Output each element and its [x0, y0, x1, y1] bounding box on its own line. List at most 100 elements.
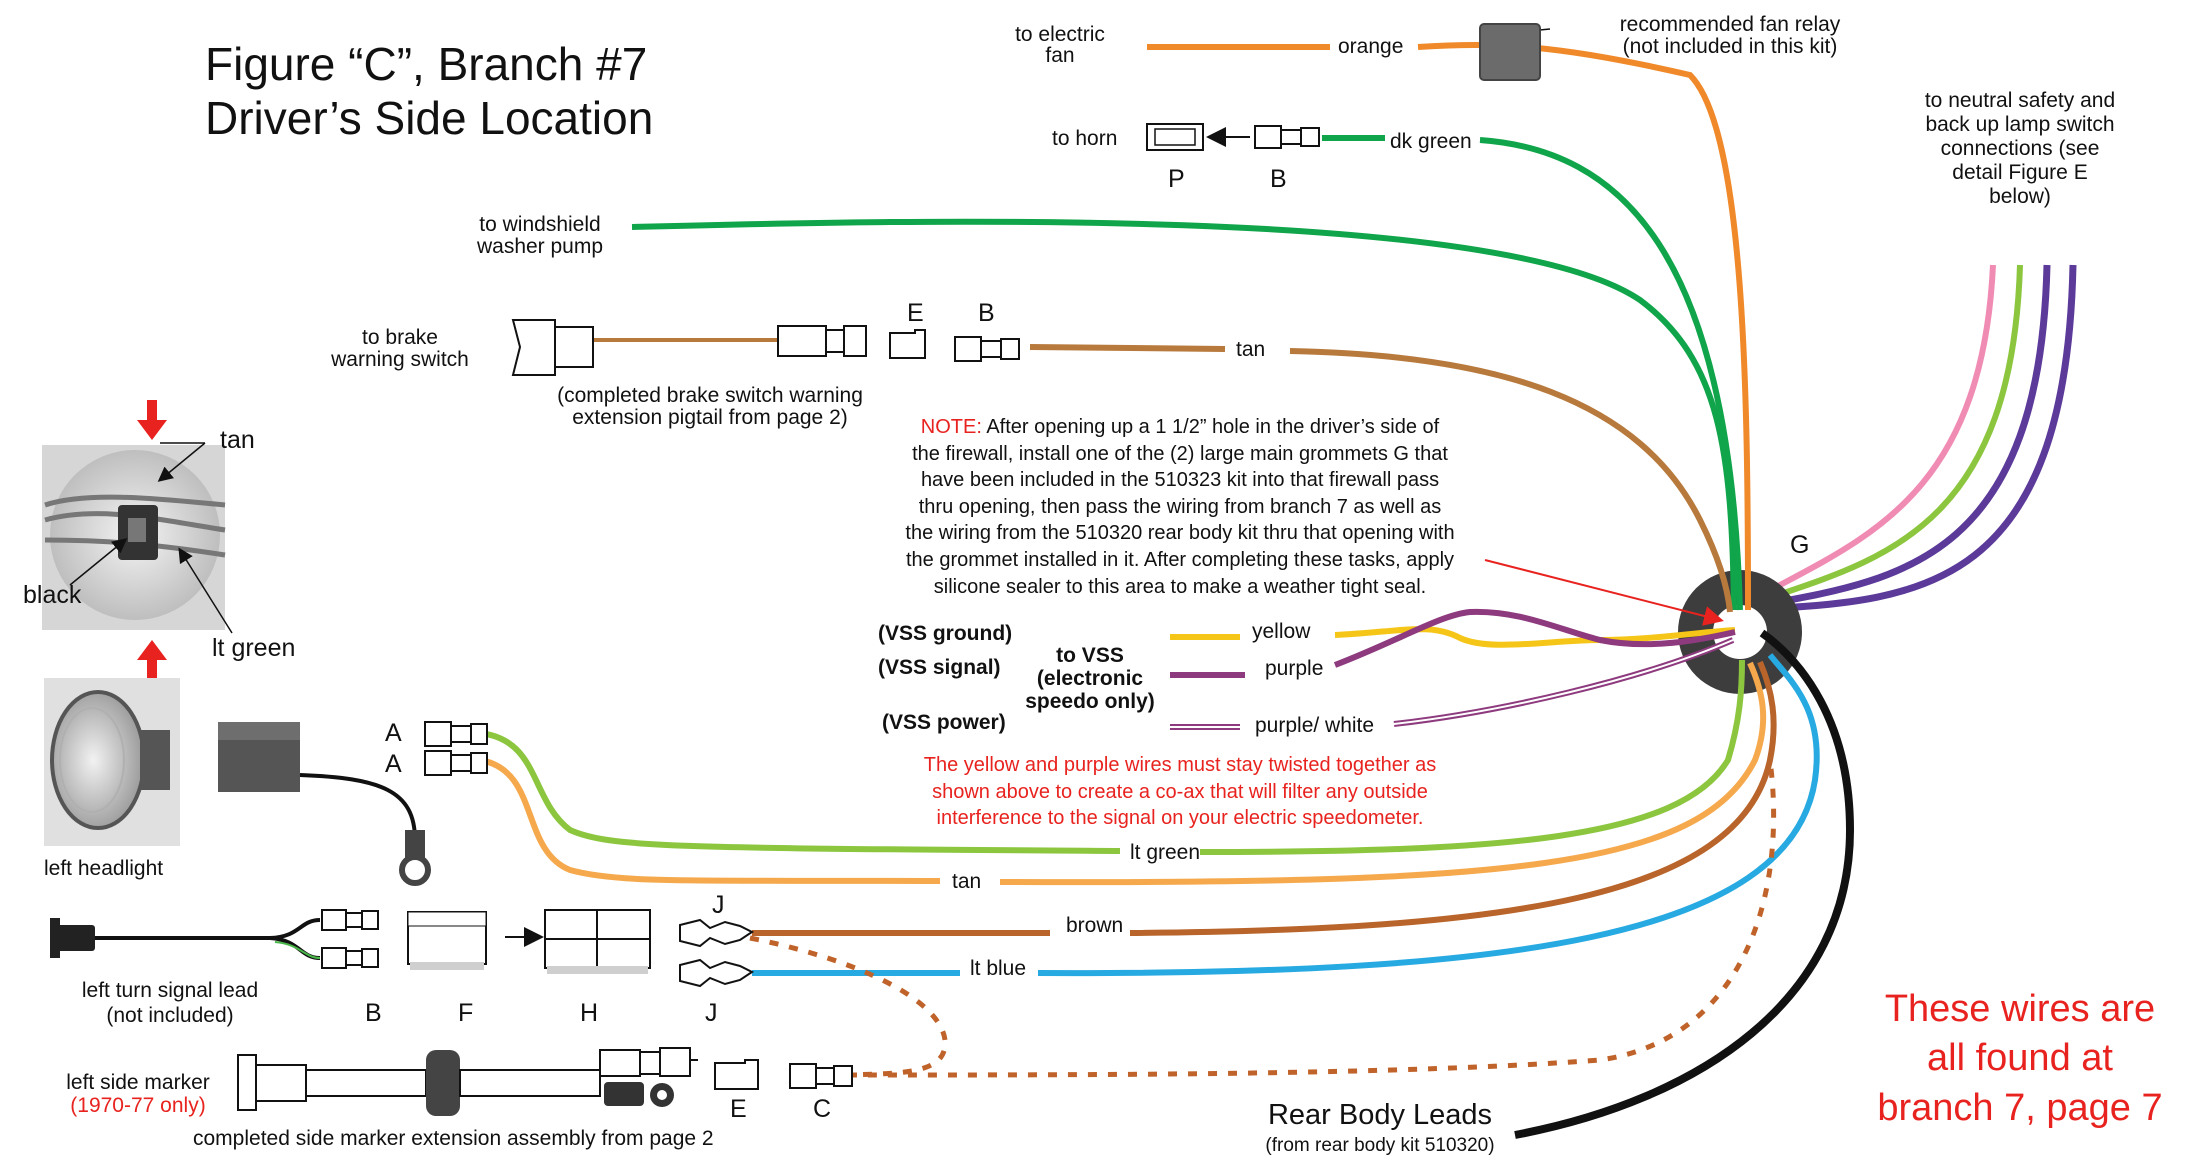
label-p: P [1168, 165, 1185, 193]
fan-relay [1479, 23, 1541, 81]
label-side-marker-2: (1970-77 only) [70, 1094, 206, 1117]
label-e-top: E [907, 299, 924, 327]
label-fan-relay-1: recommended fan relay [1619, 13, 1841, 36]
label-neutral-1: to neutral safety and [1924, 89, 2116, 112]
label-to-vss-3: speedo only) [1025, 690, 1155, 713]
ring-terminal-icon [399, 830, 431, 886]
label-side-marker-1: left side marker [66, 1071, 210, 1094]
label-neutral-2: back up lamp switch [1925, 113, 2115, 136]
label-to-vss-1: to VSS [1056, 644, 1124, 667]
label-c-row: C [813, 1095, 832, 1123]
violet-wire-2 [1763, 264, 2077, 613]
label-turn-2: (not included) [106, 1004, 234, 1027]
tan-brake-wire [1029, 344, 1733, 613]
ltgreen-wire [479, 659, 1745, 855]
label-yellow: yellow [1252, 620, 1311, 643]
label-fan: fan [1045, 44, 1075, 67]
warning-line-3: interference to the signal on your elect… [936, 807, 1424, 830]
connector-j-top [679, 918, 754, 948]
label-vss-ground: (VSS ground) [878, 622, 1013, 645]
label-rear-body-1: Rear Body Leads [1267, 1099, 1493, 1131]
title-line-1: Figure “C”, Branch #7 [205, 38, 648, 90]
note-block: NOTE: After opening up a 1 1/2” hole in … [870, 414, 1490, 600]
note-line-7: silicone sealer to this area to make a w… [933, 575, 1427, 598]
label-to-horn: to horn [1052, 127, 1118, 150]
label-pigtail-1: (completed brake switch warning [557, 384, 863, 407]
horn-connector-p [1146, 123, 1204, 151]
violet-wire-1 [1761, 264, 2051, 609]
pink-wire [1756, 264, 1996, 600]
label-f-row: F [458, 999, 474, 1027]
red-arrow-up-icon [137, 640, 167, 680]
found-line-3: branch 7, page 7 [1877, 1086, 2163, 1129]
label-j-bottom: J [705, 999, 718, 1027]
label-neutral-5: below) [1989, 185, 2051, 208]
label-purple-white: purple/ white [1255, 714, 1375, 737]
note-line-1: After opening up a 1 1/2” hole in the dr… [981, 416, 1440, 438]
label-brake-1: to brake [362, 326, 438, 349]
label-b-row: B [365, 999, 382, 1027]
purple-wire [1170, 608, 1736, 678]
label-to-electric: to electric [1015, 23, 1105, 46]
found-note: These wires are all found at branch 7, p… [1870, 985, 2170, 1133]
label-purple: purple [1265, 657, 1324, 680]
photo-ltgreen-leader [178, 547, 233, 634]
turn-signal-wire [95, 918, 321, 960]
label-e-row: E [730, 1095, 747, 1123]
connector-b-row-top [321, 909, 379, 931]
ltblue-wire [752, 653, 1820, 977]
label-pigtail-2: extension pigtail from page 2) [572, 406, 848, 429]
side-marker [237, 1047, 698, 1116]
note-line-5: the wiring from the 510320 rear body kit… [905, 522, 1455, 545]
connector-b-top [954, 336, 1020, 362]
connector-a-bottom [424, 750, 488, 776]
label-g: G [1790, 531, 1810, 559]
label-washer-1: to windshield [479, 213, 601, 236]
label-lt-green: lt green [1130, 841, 1201, 864]
found-line-2: all found at [1927, 1037, 2113, 1080]
warning-line-2: shown above to create a co-ax that will … [932, 780, 1428, 803]
label-washer-2: washer pump [476, 235, 604, 258]
label-tan-bottom: tan [952, 870, 982, 893]
label-vss-signal: (VSS signal) [878, 656, 1001, 679]
note-line-4: thru opening, then pass the wiring from … [918, 495, 1442, 518]
headlight-connector-body [218, 722, 300, 792]
note-pointer-line [1484, 559, 1724, 626]
label-dk-green: dk green [1390, 130, 1472, 153]
warning-block: The yellow and purple wires must stay tw… [870, 752, 1490, 832]
rear-body-black-wire [1514, 629, 1855, 1139]
label-to-vss-2: (electronic [1036, 667, 1144, 690]
brake-switch [511, 319, 594, 376]
label-turn-1: left turn signal lead [81, 979, 259, 1002]
found-line-1: These wires are [1884, 988, 2156, 1030]
label-neutral-4: detail Figure E [1952, 161, 2088, 184]
label-tan-top: tan [1236, 338, 1266, 361]
connector-a-top [424, 721, 488, 747]
lttan-wire [479, 661, 1767, 886]
label-b-horn: B [1270, 165, 1287, 193]
label-h-row: H [580, 999, 599, 1027]
connector-e-bottom [714, 1059, 759, 1090]
photo-label-tan: tan [220, 426, 255, 454]
socket-photo [42, 445, 226, 630]
connector-e-top [889, 329, 926, 359]
photo-label-black: black [23, 581, 82, 609]
dotted-brown-wire [749, 759, 1777, 1078]
label-fan-relay-2: (not included in this kit) [1622, 35, 1838, 58]
note-prefix: NOTE: [920, 416, 982, 438]
label-j-top: J [712, 891, 725, 919]
label-b-top: B [978, 299, 995, 327]
brown-wire [752, 660, 1777, 936]
label-a-bottom: A [385, 750, 402, 778]
photo-black-leader [69, 538, 128, 586]
connector-j-bottom [679, 958, 754, 988]
ground-wire [299, 773, 417, 841]
warning-line-1: The yellow and purple wires must stay tw… [923, 754, 1437, 776]
label-orange: orange [1338, 35, 1404, 58]
title-line-2: Driver’s Side Location [205, 92, 654, 144]
label-vss-power: (VSS power) [882, 711, 1006, 734]
connector-c [789, 1063, 853, 1089]
photo-tan-leader-2 [157, 442, 206, 482]
